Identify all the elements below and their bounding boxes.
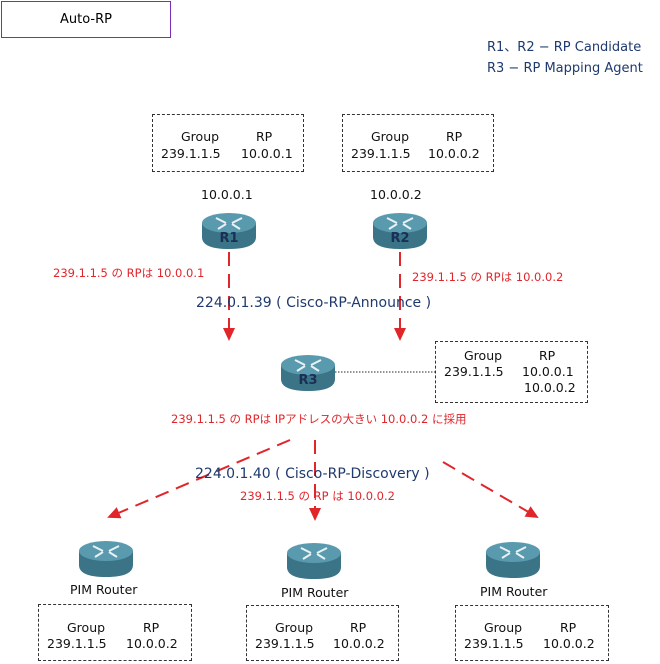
router-label: R1: [219, 231, 239, 246]
table-group-value: 239.1.1.5: [47, 636, 107, 651]
table-rp-value-1: 10.0.0.1: [522, 364, 574, 379]
table-header-group: Group: [484, 620, 523, 635]
title-box: Auto-RP: [1, 1, 171, 38]
table-group-value: 239.1.1.5: [464, 636, 524, 651]
router-icon: [79, 541, 133, 577]
pim-router-3-label: PIM Router: [480, 584, 548, 599]
discovery-arrow-right: [442, 461, 539, 519]
table-group-value: 239.1.1.5: [255, 636, 315, 651]
pim-router-1-table: Group RP 239.1.1.5 10.0.0.2: [38, 604, 192, 661]
table-header-group: Group: [371, 129, 410, 144]
router-r2: R2: [371, 211, 429, 255]
table-header-group: Group: [181, 129, 220, 144]
table-header-group: Group: [67, 620, 106, 635]
legend-line-2: R3 − RP Mapping Agent: [487, 61, 643, 76]
router-icon: [373, 213, 427, 249]
announce-group-label: 224.0.1.39 ( Cisco-RP-Announce ): [196, 295, 432, 311]
table-header-rp: RP: [256, 129, 273, 144]
table-group-value: 239.1.1.5: [444, 364, 504, 379]
r1-announce-text: 239.1.1.5 の RPは 10.0.0.1: [53, 266, 205, 280]
r1-rp-table: Group RP 239.1.1.5 10.0.0.1: [152, 114, 304, 172]
router-label: R3: [298, 373, 318, 388]
table-group-value: 239.1.1.5: [161, 146, 221, 161]
title-text: Auto-RP: [60, 12, 112, 27]
r3-rp-table: Group RP 239.1.1.5 10.0.0.1 10.0.0.2: [435, 341, 588, 403]
pim-router-2: [285, 541, 343, 585]
table-rp-value-2: 10.0.0.2: [524, 380, 576, 395]
r3-decision-text: 239.1.1.5 の RPは IPアドレスの大きい 10.0.0.2 に採用: [171, 412, 467, 426]
pim-router-1: [77, 539, 135, 583]
table-header-rp: RP: [446, 129, 463, 144]
router-icon: [281, 355, 335, 391]
r1-address: 10.0.0.1: [201, 187, 253, 202]
table-rp-value: 10.0.0.1: [241, 146, 293, 161]
table-header-rp: RP: [143, 620, 160, 635]
router-r3: R3: [279, 353, 337, 397]
router-icon: [287, 543, 341, 579]
table-rp-value: 10.0.0.2: [543, 636, 595, 651]
router-r1: R1: [200, 211, 258, 255]
discovery-group-label: 224.0.1.40 ( Cisco-RP-Discovery ): [195, 466, 430, 482]
table-rp-value: 10.0.0.2: [126, 636, 178, 651]
legend-line-1: R1、R2 − RP Candidate: [487, 40, 642, 55]
table-rp-value: 10.0.0.2: [333, 636, 385, 651]
pim-router-1-label: PIM Router: [70, 582, 138, 597]
table-header-group: Group: [464, 348, 503, 363]
pim-router-2-label: PIM Router: [281, 585, 349, 600]
table-rp-value: 10.0.0.2: [428, 146, 480, 161]
table-header-rp: RP: [560, 620, 577, 635]
r2-announce-text: 239.1.1.5 の RPは 10.0.0.2: [412, 270, 564, 284]
pim-router-3: [484, 540, 542, 584]
table-header-rp: RP: [350, 620, 367, 635]
table-group-value: 239.1.1.5: [351, 146, 411, 161]
r2-address: 10.0.0.2: [370, 187, 422, 202]
router-label: R2: [390, 231, 410, 246]
discovery-note: 239.1.1.5 の RP は 10.0.0.2: [240, 489, 395, 503]
router-icon: [202, 213, 256, 249]
pim-router-3-table: Group RP 239.1.1.5 10.0.0.2: [455, 605, 609, 661]
router-icon: [486, 542, 540, 578]
pim-router-2-table: Group RP 239.1.1.5 10.0.0.2: [246, 605, 399, 661]
table-header-rp: RP: [539, 348, 556, 363]
table-header-group: Group: [275, 620, 314, 635]
r2-rp-table: Group RP 239.1.1.5 10.0.0.2: [342, 114, 494, 172]
discovery-arrow-left: [107, 439, 291, 519]
